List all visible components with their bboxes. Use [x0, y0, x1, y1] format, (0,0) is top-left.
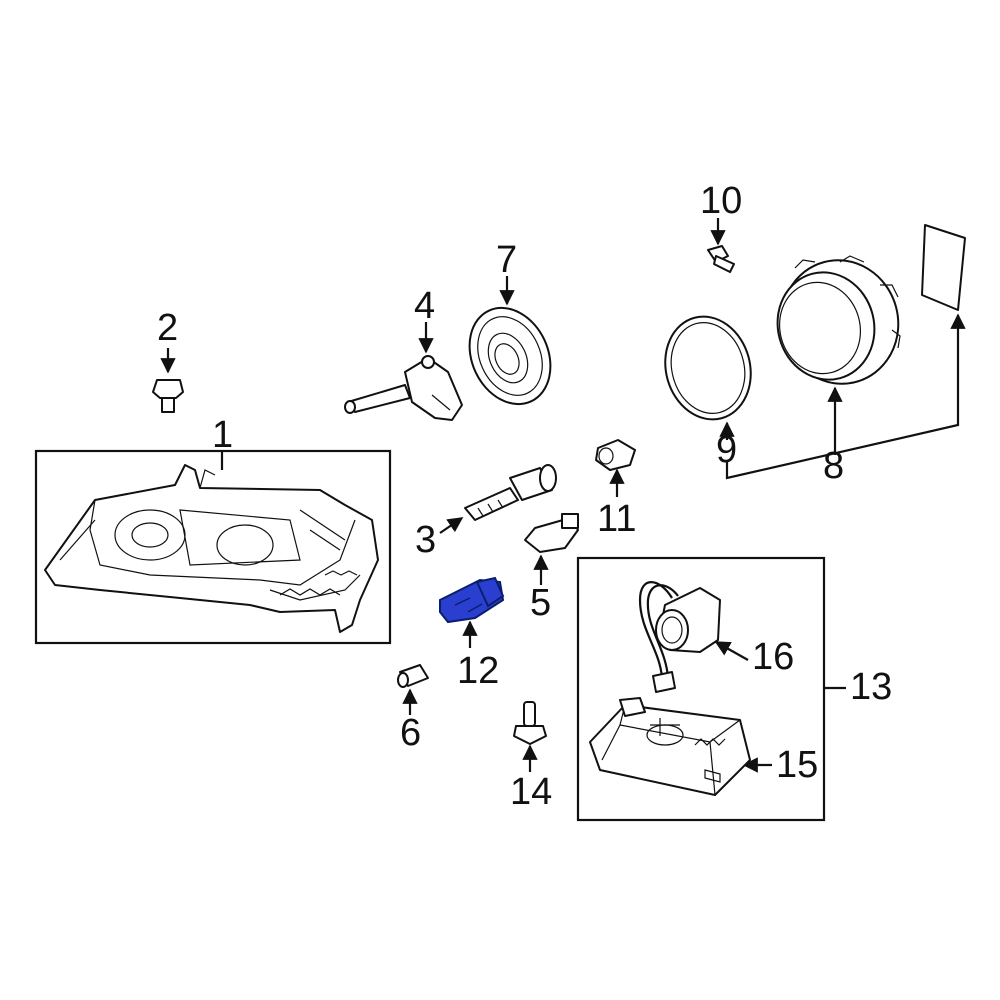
callout-6: 6	[400, 712, 421, 754]
callout-9: 9	[716, 429, 737, 471]
gasket-plate[interactable]	[921, 224, 966, 311]
callout-8: 8	[823, 445, 844, 487]
part-16-igniter[interactable]	[638, 581, 749, 693]
callout-12: 12	[457, 650, 499, 692]
part-7-seal-cap[interactable]	[454, 276, 565, 417]
part-12-socket-highlighted[interactable]	[439, 576, 505, 648]
callout-2: 2	[157, 307, 178, 349]
callout-4: 4	[414, 285, 435, 327]
part-14-bolt[interactable]	[513, 701, 547, 772]
callout-5: 5	[530, 582, 551, 624]
part-2-bolt[interactable]	[152, 348, 184, 413]
part-4-bulb-socket[interactable]	[344, 322, 463, 421]
part-1-headlamp-assembly[interactable]	[34, 449, 392, 645]
callout-15: 15	[776, 744, 818, 786]
part-15-ballast[interactable]	[589, 697, 772, 796]
callout-13: 13	[850, 666, 892, 708]
part-3-hid-bulb[interactable]	[439, 464, 557, 534]
callout-1: 1	[212, 414, 233, 456]
leader-9-8-gasket	[725, 313, 966, 480]
callout-11: 11	[597, 498, 636, 540]
part-5-bulb[interactable]	[524, 513, 579, 585]
callout-7: 7	[496, 239, 517, 281]
callout-10: 10	[700, 180, 742, 222]
part-9-ring-seal[interactable]	[654, 307, 762, 440]
part-13-ballast-kit[interactable]	[576, 556, 846, 822]
callout-14: 14	[510, 771, 552, 813]
part-10-screw[interactable]	[707, 218, 735, 273]
part-6-small-bulb[interactable]	[397, 664, 429, 715]
callout-16: 16	[752, 636, 794, 678]
callout-3: 3	[415, 519, 436, 561]
part-8-adapter-ring[interactable]	[766, 247, 912, 455]
part-11-socket[interactable]	[595, 439, 636, 497]
